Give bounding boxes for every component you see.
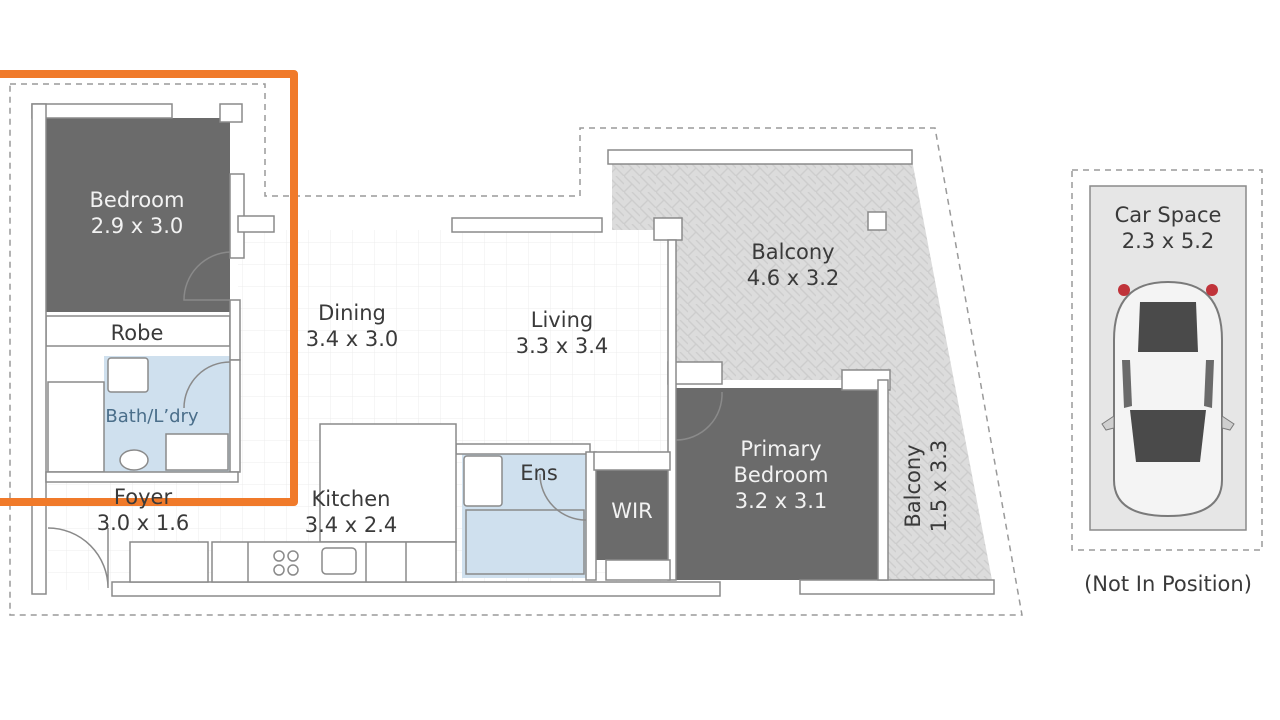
balcony-main-floor — [612, 160, 992, 580]
cooktop-icon — [273, 550, 299, 576]
wir-floor — [594, 470, 670, 560]
laundry-cupboard — [47, 381, 105, 473]
car-space-note: (Not In Position) — [1084, 572, 1252, 596]
robe-label: Robe — [110, 321, 164, 345]
highlight-outline — [0, 70, 298, 506]
basin-icon — [107, 357, 149, 393]
wir-label: WIR — [611, 499, 653, 523]
car-icon — [1101, 280, 1235, 518]
car-space-boundary — [1071, 169, 1263, 551]
balcony-post — [867, 211, 887, 231]
kitchen-bench — [129, 423, 457, 583]
walls — [31, 103, 995, 597]
bedroom-floor — [46, 118, 230, 312]
primary-bedroom-floor — [676, 388, 878, 580]
ensuite-label: Ens — [520, 461, 558, 485]
toilet-icon — [119, 449, 149, 471]
door-swings — [47, 251, 723, 589]
bath-laundry-label: Bath/L’dry — [105, 406, 199, 427]
ensuite-basin-icon — [463, 455, 503, 507]
shower-icon — [165, 433, 229, 471]
lot-boundary — [9, 83, 1023, 616]
